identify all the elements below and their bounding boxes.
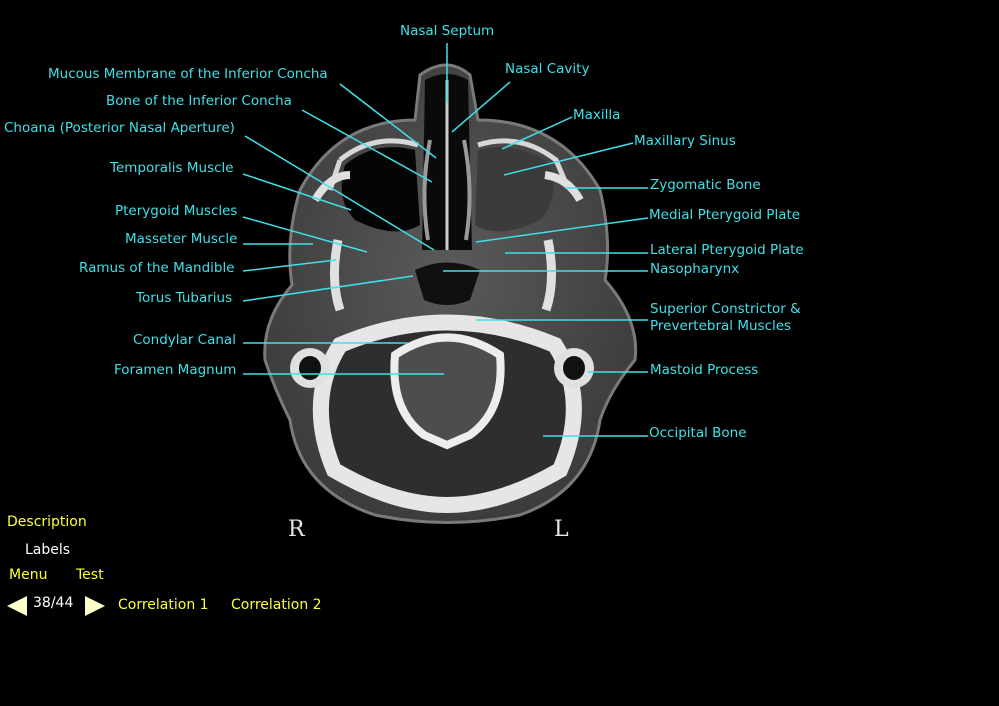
- label-mucous-membrane[interactable]: Mucous Membrane of the Inferior Concha: [48, 66, 328, 82]
- labels-toggle[interactable]: Labels: [25, 542, 71, 558]
- slice-counter: 38/44: [33, 595, 74, 611]
- label-pterygoid-muscles[interactable]: Pterygoid Muscles: [115, 203, 238, 219]
- label-maxillary-sinus[interactable]: Maxillary Sinus: [634, 133, 736, 149]
- label-choana[interactable]: Choana (Posterior Nasal Aperture): [4, 120, 235, 136]
- label-torus-tubarius[interactable]: Torus Tubarius: [136, 290, 233, 306]
- prev-arrow-icon[interactable]: [6, 595, 28, 617]
- label-maxilla[interactable]: Maxilla: [573, 107, 621, 123]
- label-occipital-bone[interactable]: Occipital Bone: [649, 425, 747, 441]
- label-condylar-canal[interactable]: Condylar Canal: [133, 332, 236, 348]
- orientation-left-marker: L: [554, 517, 569, 542]
- correlation-2-link[interactable]: Correlation 2: [231, 597, 322, 613]
- label-foramen-magnum[interactable]: Foramen Magnum: [114, 362, 237, 378]
- label-superior-constrictor[interactable]: Superior Constrictor &: [650, 301, 801, 317]
- label-bone-inferior-concha[interactable]: Bone of the Inferior Concha: [106, 93, 292, 109]
- label-prevertebral-muscles[interactable]: Prevertebral Muscles: [650, 318, 792, 334]
- label-mastoid-process[interactable]: Mastoid Process: [650, 362, 759, 378]
- leader-lines: [242, 43, 649, 437]
- label-zygomatic-bone[interactable]: Zygomatic Bone: [650, 177, 761, 193]
- next-arrow-icon[interactable]: [84, 595, 106, 617]
- label-nasal-cavity[interactable]: Nasal Cavity: [505, 61, 590, 77]
- menu-link[interactable]: Menu: [9, 567, 48, 583]
- label-nasopharynx[interactable]: Nasopharynx: [650, 261, 740, 277]
- label-ramus-mandible[interactable]: Ramus of the Mandible: [79, 260, 235, 276]
- label-lateral-pterygoid-plate[interactable]: Lateral Pterygoid Plate: [650, 242, 804, 258]
- description-link[interactable]: Description: [7, 514, 87, 530]
- correlation-1-link[interactable]: Correlation 1: [118, 597, 209, 613]
- test-link[interactable]: Test: [76, 567, 104, 583]
- label-nasal-septum[interactable]: Nasal Septum: [400, 23, 495, 39]
- orientation-right-marker: R: [288, 517, 305, 542]
- label-medial-pterygoid-plate[interactable]: Medial Pterygoid Plate: [649, 207, 801, 223]
- label-temporalis-muscle[interactable]: Temporalis Muscle: [110, 160, 234, 176]
- label-masseter-muscle[interactable]: Masseter Muscle: [125, 231, 238, 247]
